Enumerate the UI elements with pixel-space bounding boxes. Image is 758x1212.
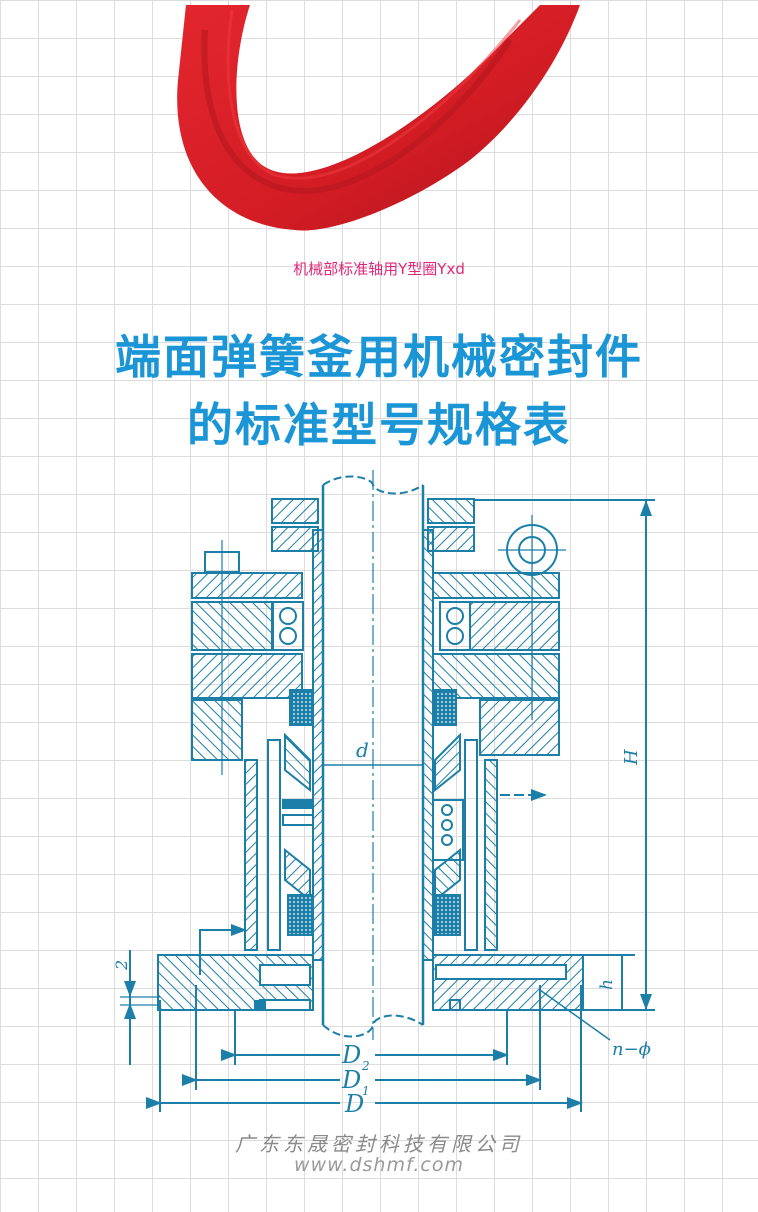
y-ring-product-image bbox=[177, 5, 580, 231]
label-D2-sub: 2 bbox=[361, 1059, 370, 1073]
label-D1-sub: 1 bbox=[362, 1084, 370, 1098]
mechanical-seal-diagram: d H h 2 D 2 D 1 D n−ϕ bbox=[112, 470, 655, 1118]
label-2: 2 bbox=[112, 960, 131, 971]
label-D2: D bbox=[341, 1041, 361, 1069]
label-D: D bbox=[344, 1090, 364, 1118]
label-h: h bbox=[597, 979, 617, 990]
label-d: d bbox=[356, 738, 369, 762]
label-D1: D bbox=[341, 1066, 361, 1094]
label-n-phi: n−ϕ bbox=[612, 1039, 651, 1060]
label-H: H bbox=[621, 749, 642, 766]
page-title-line1: 端面弹簧釜用机械密封件 bbox=[115, 330, 643, 384]
company-website: www.dshmf.com bbox=[294, 1154, 464, 1176]
company-name: 广东东晟密封科技有限公司 bbox=[235, 1132, 523, 1156]
product-caption: 机械部标准轴用Y型圈Yxd bbox=[293, 260, 465, 278]
page-title-line2: 的标准型号规格表 bbox=[187, 398, 571, 452]
